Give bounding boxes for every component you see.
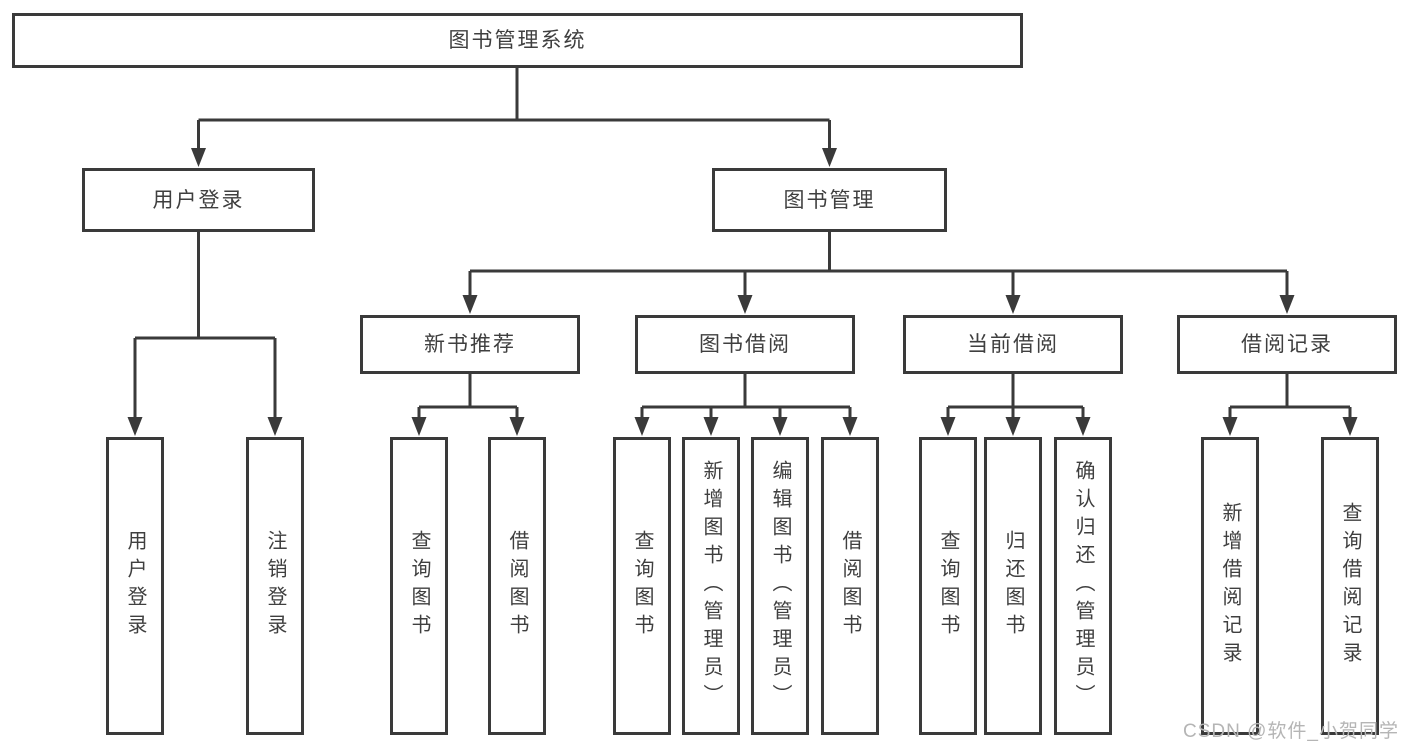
leaf-add-book-admin: 新增图书（管理员） [682, 437, 740, 735]
node-new-book-recommend: 新书推荐 [360, 315, 580, 374]
leaf-query-book-current: 查询图书 [919, 437, 977, 735]
leaf-logout: 注销登录 [246, 437, 304, 735]
leaf-user-login: 用户登录 [106, 437, 164, 735]
leaf-return-book: 归还图书 [984, 437, 1042, 735]
csdn-watermark: CSDN @软件_小贺同学 [1183, 721, 1399, 742]
leaf-query-borrow-record: 查询借阅记录 [1321, 437, 1379, 735]
node-library-system: 图书管理系统 [12, 13, 1023, 68]
leaf-query-book-recommend: 查询图书 [390, 437, 448, 735]
node-user-login: 用户登录 [82, 168, 315, 232]
node-current-borrow: 当前借阅 [903, 315, 1123, 374]
node-book-borrow: 图书借阅 [635, 315, 855, 374]
leaf-add-borrow-record: 新增借阅记录 [1201, 437, 1259, 735]
leaf-query-book-borrow: 查询图书 [613, 437, 671, 735]
leaf-edit-book-admin: 编辑图书（管理员） [751, 437, 809, 735]
node-book-management: 图书管理 [712, 168, 947, 232]
node-borrow-records: 借阅记录 [1177, 315, 1397, 374]
leaf-confirm-return-admin: 确认归还（管理员） [1054, 437, 1112, 735]
leaf-borrow-book-recommend: 借阅图书 [488, 437, 546, 735]
leaf-borrow-book: 借阅图书 [821, 437, 879, 735]
